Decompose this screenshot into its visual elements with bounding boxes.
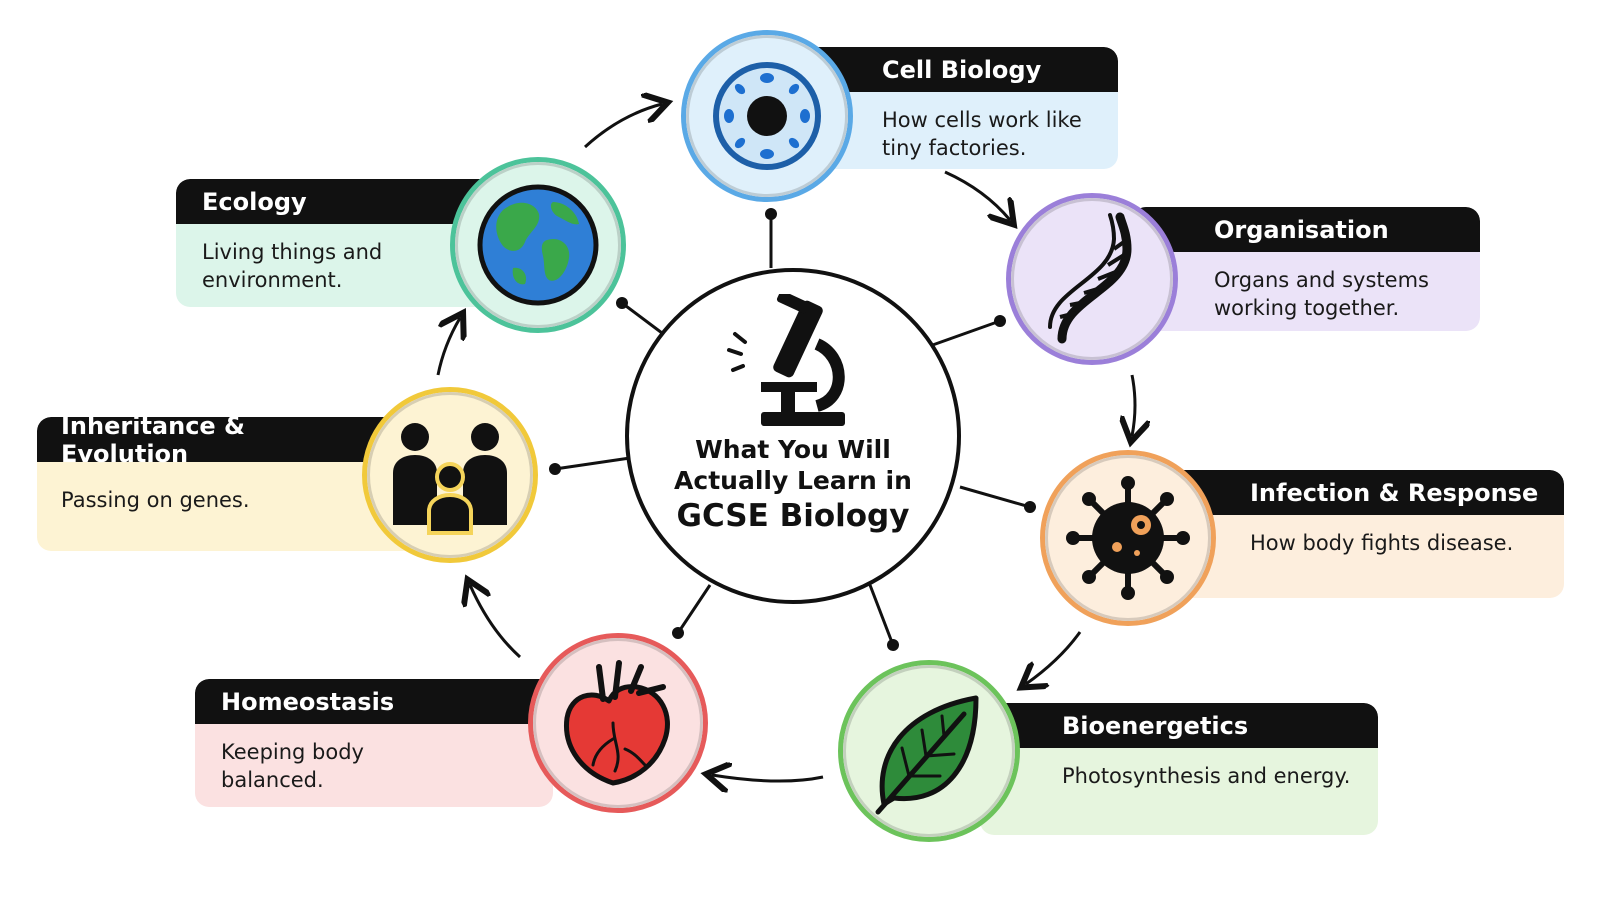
topic-card-cell-biology: Cell Biology How cells work like tiny fa… <box>800 47 1118 169</box>
spoke-line <box>676 584 712 634</box>
topic-description: Organs and systems working together. <box>1132 252 1480 331</box>
topic-description: Living things and environment. <box>176 224 506 307</box>
spoke-dot <box>549 463 561 475</box>
topic-card-infection-response: Infection & Response How body fights dis… <box>1168 470 1564 598</box>
topic-card-ecology: Ecology Living things and environment. <box>176 179 506 307</box>
spoke-dot <box>765 208 777 220</box>
center-title: What You Will Actually Learn in GCSE Bio… <box>629 434 957 536</box>
leaf-icon <box>875 695 979 815</box>
topic-description: How cells work like tiny factories. <box>800 92 1118 169</box>
cycle-arrow <box>944 170 1010 220</box>
spoke-line <box>959 485 1031 509</box>
topic-title: Ecology <box>176 179 506 224</box>
topic-title: Homeostasis <box>195 679 553 724</box>
cycle-arrow <box>583 104 662 149</box>
topic-title: Infection & Response <box>1168 470 1564 515</box>
spoke-line <box>868 584 895 646</box>
cycle-arrow <box>1132 374 1135 436</box>
heart-icon <box>564 660 670 786</box>
spoke-dot <box>1024 501 1036 513</box>
spoke-dot <box>672 627 684 639</box>
cycle-arrow <box>470 585 522 659</box>
globe-icon <box>477 184 599 306</box>
cycle-arrow <box>436 318 460 376</box>
microscope-icon <box>727 294 845 426</box>
topic-description: Photosynthesis and energy. <box>980 748 1378 835</box>
topic-card-inheritance-evolution: Inheritance & Evolution Passing on genes… <box>37 417 417 551</box>
topic-node-organisation <box>1006 193 1178 365</box>
topic-description: How body fights disease. <box>1168 515 1564 598</box>
virus-icon <box>1066 476 1190 600</box>
topic-node-inheritance-evolution <box>362 387 538 563</box>
topic-card-bioenergetics: Bioenergetics Photosynthesis and energy. <box>980 703 1378 835</box>
topic-node-bioenergetics <box>838 660 1020 842</box>
spoke-line <box>621 301 663 335</box>
family-icon <box>393 423 507 535</box>
topic-title: Cell Biology <box>800 47 1118 92</box>
topic-title: Inheritance & Evolution <box>37 417 417 468</box>
cycle-arrow <box>1026 631 1082 684</box>
center-title-line3: GCSE Biology <box>676 498 910 534</box>
center-hub: What You Will Actually Learn in GCSE Bio… <box>625 268 961 604</box>
dna-icon <box>1048 212 1132 344</box>
spoke-dot <box>616 297 628 309</box>
center-title-line2: Actually Learn in <box>674 466 912 495</box>
topic-description: Passing on genes. <box>37 462 417 551</box>
topic-description: Keeping body balanced. <box>195 724 553 807</box>
spoke-line <box>926 319 1001 349</box>
spoke-dot <box>994 315 1006 327</box>
cell-icon <box>713 62 821 170</box>
center-title-line1: What You Will <box>695 435 891 464</box>
topic-card-organisation: Organisation Organs and systems working … <box>1132 207 1480 331</box>
topic-title: Bioenergetics <box>980 703 1378 748</box>
topic-node-infection-response <box>1040 450 1216 626</box>
cycle-arrow <box>712 775 824 781</box>
spoke-dot <box>887 639 899 651</box>
topic-node-ecology <box>450 157 626 333</box>
topic-node-homeostasis <box>528 633 708 813</box>
spoke-line <box>554 456 631 471</box>
topic-node-cell-biology <box>681 30 853 202</box>
topic-title: Organisation <box>1132 207 1480 252</box>
topic-card-homeostasis: Homeostasis Keeping body balanced. <box>195 679 553 807</box>
